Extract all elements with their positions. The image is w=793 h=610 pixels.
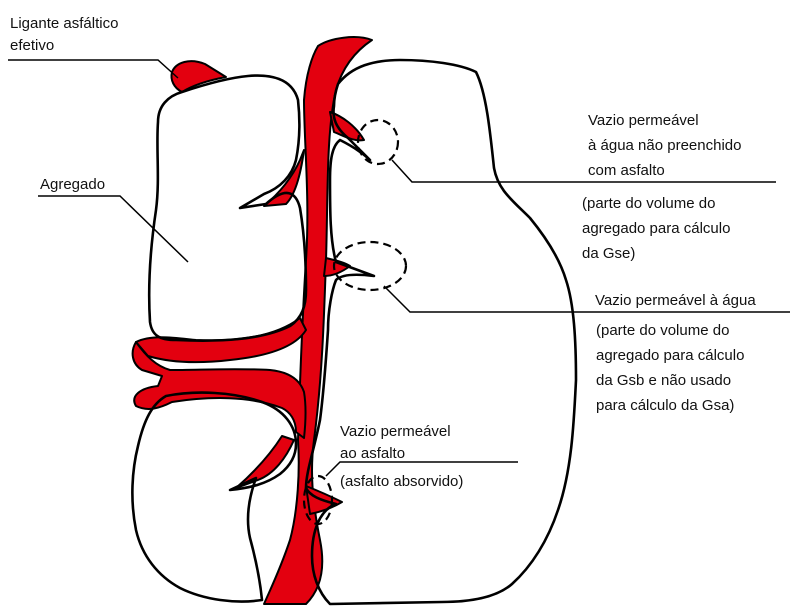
- label-vazio-nao-preenchido-line3: com asfalto: [588, 162, 665, 179]
- label-vazio-asfalto-line2: ao asfalto: [340, 445, 405, 462]
- label-vazio-asfalto-line1: Vazio permeável: [340, 423, 451, 440]
- aggregate-outlines: [132, 60, 576, 604]
- note-vazio-agua-line2: agregado para cálculo: [596, 347, 744, 364]
- note-vazio-agua-line4: para cálculo da Gsa): [596, 397, 734, 414]
- leader-agregado: [38, 196, 188, 262]
- right-aggregate-outline: [306, 60, 576, 604]
- label-ligante-line2: efetivo: [10, 37, 54, 54]
- label-vazio-agua-line1: Vazio permeável à água: [595, 292, 756, 309]
- note-vazio-agua-line3: da Gsb e não usado: [596, 372, 731, 389]
- label-vazio-nao-preenchido-line2: à água não preenchido: [588, 137, 741, 154]
- label-ligante-line1: Ligante asfáltico: [10, 15, 118, 32]
- note-vazio-nao-preenchido-line3: da Gse): [582, 245, 635, 262]
- note-vazio-agua-line1: (parte do volume do: [596, 322, 729, 339]
- note-vazio-nao-preenchido-line1: (parte do volume do: [582, 195, 715, 212]
- label-vazio-nao-preenchido-line1: Vazio permeável: [588, 112, 699, 129]
- label-agregado: Agregado: [40, 176, 105, 193]
- note-vazio-asfalto-line1: (asfalto absorvido): [340, 473, 463, 490]
- leader-vazio-nao-preenchido: [392, 160, 776, 182]
- left-aggregate-outline: [149, 76, 306, 341]
- bottom-aggregate-outline: [132, 393, 296, 602]
- labels: Ligante asfáltico efetivo Agregado Vazio…: [10, 15, 756, 490]
- note-vazio-nao-preenchido-line2: agregado para cálculo: [582, 220, 730, 237]
- void-circle-not-filled: [358, 120, 398, 164]
- leader-ligante: [8, 60, 178, 78]
